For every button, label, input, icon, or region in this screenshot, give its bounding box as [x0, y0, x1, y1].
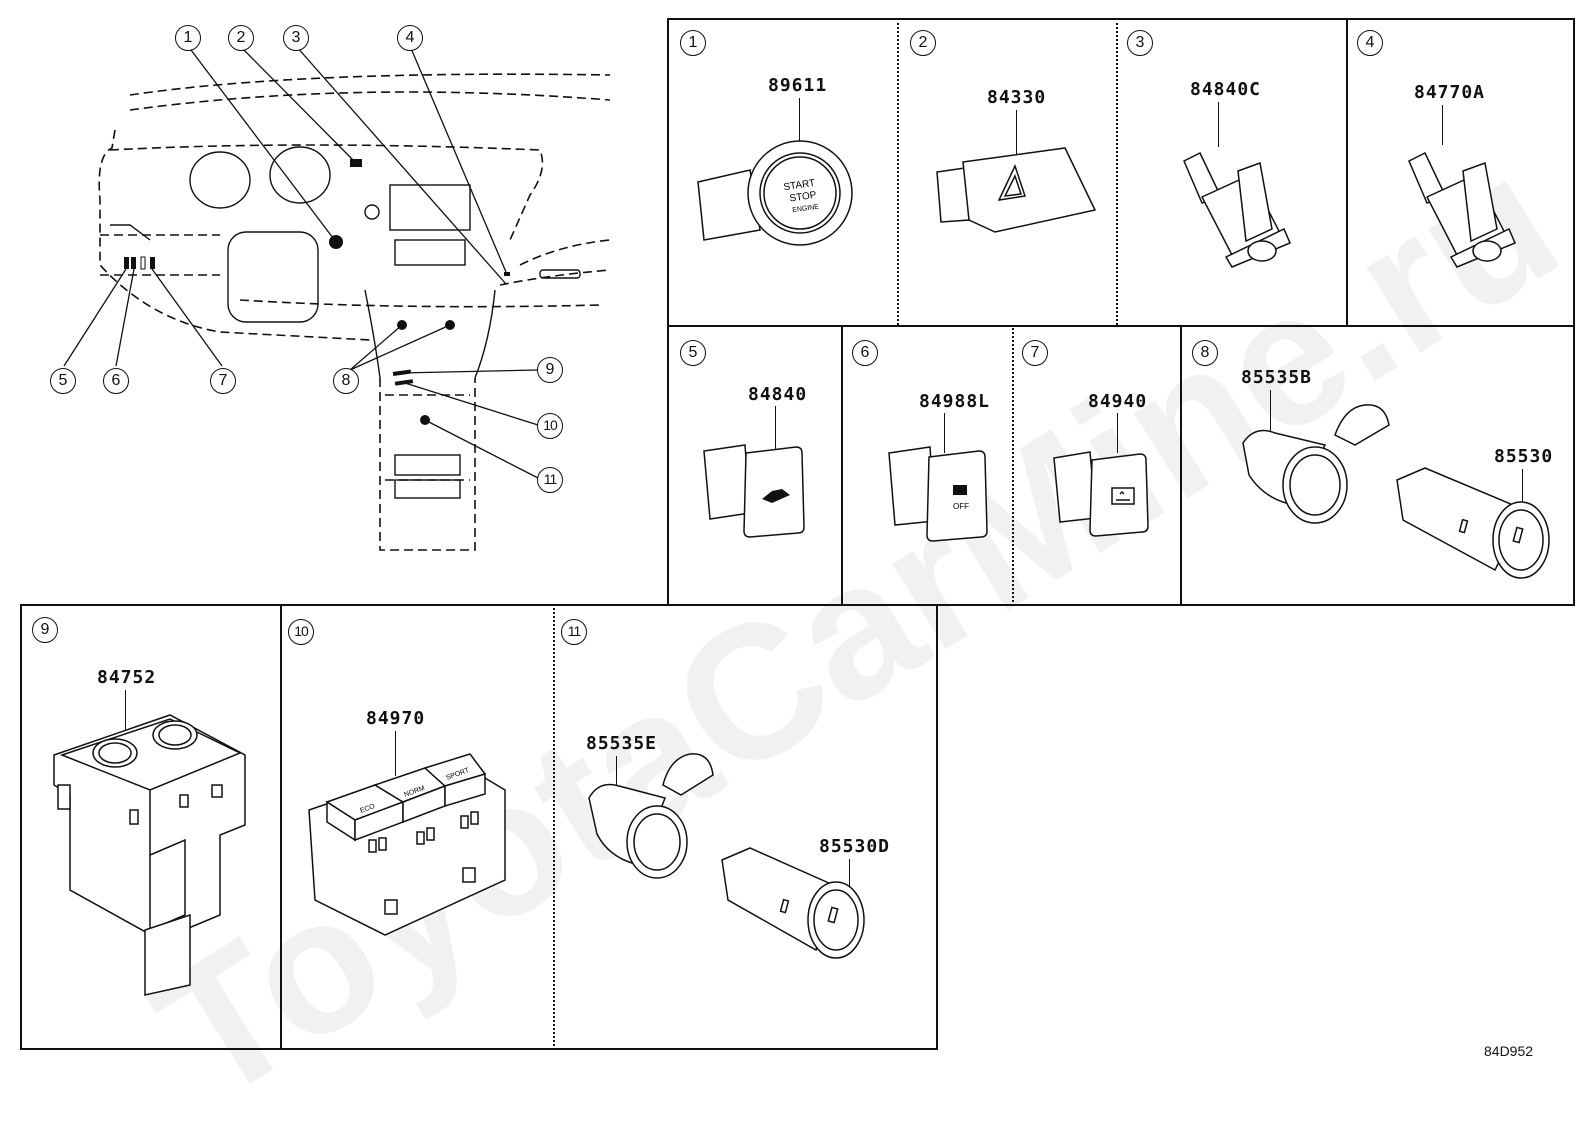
- leader-line: [799, 98, 800, 145]
- col-divider: [1012, 325, 1014, 606]
- heater-icon: [1116, 491, 1130, 501]
- push-start-switch-icon: START STOP ENGINE: [697, 140, 853, 246]
- panel-callout: 1: [680, 30, 706, 56]
- overview-callout-1[interactable]: 1: [175, 25, 201, 51]
- engine-label: ENGINE: [792, 204, 820, 215]
- leader-line: [1117, 413, 1118, 453]
- panel-callout: 2: [910, 30, 936, 56]
- leader-line: [125, 690, 126, 740]
- marker-4: [504, 272, 510, 276]
- leader-line: [1270, 390, 1271, 435]
- power-outlet-icon: [1242, 404, 1390, 524]
- part-number[interactable]: 84840C: [1190, 79, 1262, 100]
- overview-callout-6[interactable]: 6: [103, 368, 129, 394]
- part-number[interactable]: 84970: [366, 708, 426, 729]
- part-number[interactable]: 85535B: [1241, 367, 1313, 388]
- start-label: START: [783, 178, 816, 193]
- part-number[interactable]: 85530D: [819, 836, 891, 857]
- overview-callout-7[interactable]: 7: [210, 368, 236, 394]
- part-number[interactable]: 85530: [1494, 446, 1554, 467]
- panel-callout: 4: [1357, 30, 1383, 56]
- leader-line: [1522, 469, 1523, 514]
- part-number[interactable]: 84840: [748, 384, 808, 405]
- leader-line: [849, 859, 850, 904]
- skid-icon: [953, 485, 967, 495]
- overview-callout-3[interactable]: 3: [283, 25, 309, 51]
- trunk-opener-switch-icon: [703, 444, 805, 538]
- col-divider: [897, 18, 899, 325]
- part-number[interactable]: 84330: [987, 87, 1047, 108]
- overview-callout-4[interactable]: 4: [397, 25, 423, 51]
- panel-callout: 5: [680, 340, 706, 366]
- leader-line: [1442, 105, 1443, 145]
- power-outlet-icon: [588, 753, 714, 879]
- col-divider: [280, 604, 282, 1050]
- dashboard-overview: 1 2 3 4 5 6 7 8 9 10 11: [0, 0, 620, 580]
- col-divider: [553, 604, 555, 1050]
- panel-callout: 8: [1192, 340, 1218, 366]
- part-number[interactable]: 89611: [768, 75, 828, 96]
- panel-callout: 10: [288, 619, 314, 645]
- panel-callout: 11: [561, 619, 587, 645]
- switch-84840c-icon: [1183, 151, 1291, 268]
- trunk-icon: [762, 489, 790, 503]
- leader-line: [395, 731, 396, 776]
- leader-line: [616, 756, 617, 801]
- part-number[interactable]: 84940: [1088, 391, 1148, 412]
- socket-body-icon: [1396, 467, 1550, 579]
- drive-mode-knob-switch-icon: [53, 714, 246, 996]
- switch-84770a-icon: [1408, 151, 1516, 268]
- col-divider: [1116, 18, 1118, 325]
- off-label: OFF: [953, 502, 969, 511]
- overview-callout-5[interactable]: 5: [50, 368, 76, 394]
- seat-heater-switch-icon: [1053, 451, 1149, 537]
- part-number[interactable]: 84770A: [1414, 82, 1486, 103]
- stop-label: STOP: [789, 190, 818, 205]
- col-divider: [1180, 325, 1182, 606]
- eco-label: ECO: [359, 803, 376, 815]
- overview-callout-9[interactable]: 9: [537, 357, 563, 383]
- parts-grid-bottom: [20, 604, 938, 1050]
- parts-grid-top: [667, 18, 1575, 606]
- leader-line: [1218, 102, 1219, 147]
- panel-callout: 3: [1127, 30, 1153, 56]
- overview-callout-11[interactable]: 11: [537, 467, 563, 493]
- diagram-id: 84D952: [1484, 1043, 1534, 1059]
- col-divider: [841, 325, 843, 606]
- leader-line: [775, 406, 776, 450]
- panel-callout: 9: [32, 617, 58, 643]
- part-number[interactable]: 84988L: [919, 391, 991, 412]
- socket-body-icon: [721, 847, 865, 959]
- hazard-switch-icon: [936, 147, 1097, 233]
- panel-callout: 7: [1022, 340, 1048, 366]
- overview-callout-8[interactable]: 8: [333, 368, 359, 394]
- col-divider: [1346, 18, 1348, 325]
- drive-mode-select-switch-icon: ECO NORM SPORT: [308, 753, 506, 936]
- overview-callout-2[interactable]: 2: [228, 25, 254, 51]
- dashboard-outline: [63, 45, 611, 551]
- leader-line: [944, 413, 945, 453]
- leader-line: [1016, 110, 1017, 156]
- overview-callout-10[interactable]: 10: [537, 413, 563, 439]
- part-number[interactable]: 84752: [97, 667, 157, 688]
- vsc-off-switch-icon: OFF: [888, 446, 988, 542]
- part-number[interactable]: 85535E: [586, 733, 658, 754]
- panel-callout: 6: [852, 340, 878, 366]
- row-divider: [667, 325, 1575, 327]
